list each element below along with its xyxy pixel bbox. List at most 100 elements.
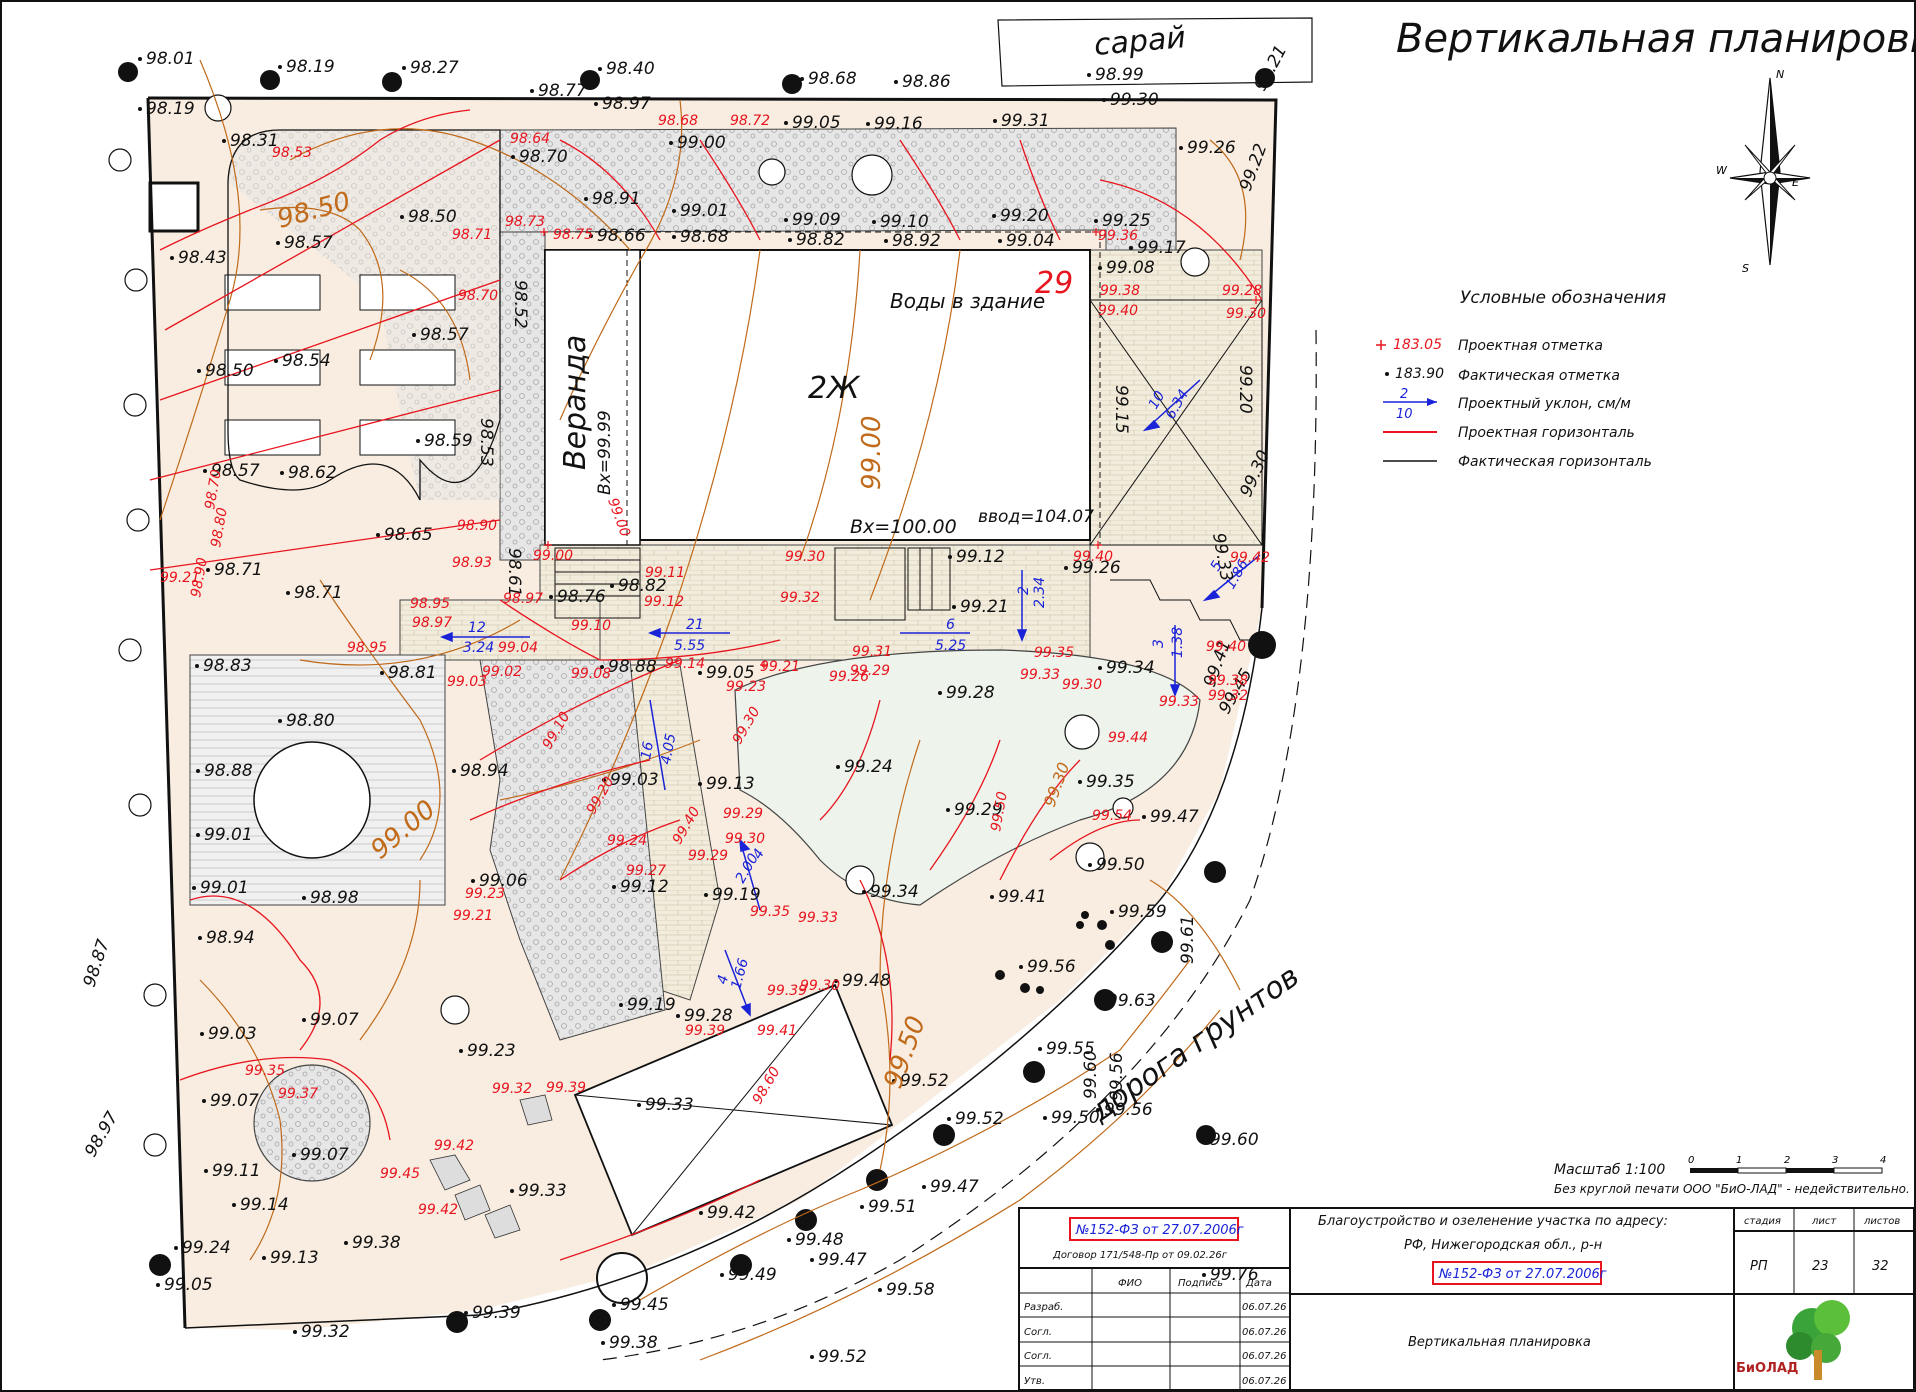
- house-main: [639, 249, 1091, 541]
- elevation-design: 98.93: [452, 555, 492, 571]
- elevation-design: 99.10: [571, 618, 611, 634]
- elevation-design: 99.30: [1226, 306, 1266, 322]
- elevation-design: 99.00: [533, 548, 573, 564]
- elevation-actual: 99.41: [998, 887, 1047, 907]
- sheets-label: листов: [1863, 1216, 1900, 1227]
- row-date-1: 06.07.26: [1242, 1327, 1287, 1338]
- legend-design-elev: 183.05: [1393, 337, 1442, 353]
- contract-ref: Договор 171/548-Пр от 09.02.26г: [1052, 1250, 1228, 1261]
- elevation-actual: 99.06: [479, 871, 528, 891]
- elevation-actual: 99.52: [955, 1109, 1004, 1129]
- input-label: ввод=104.07: [978, 507, 1094, 527]
- elevation-design: 99.12: [644, 594, 684, 610]
- elevation-actual: 99.32: [301, 1322, 350, 1342]
- elevation-design: 98.64: [510, 131, 550, 147]
- elevation-actual: 98.71: [294, 583, 343, 603]
- elevation-actual: 99.34: [870, 882, 919, 902]
- sheet-value: 23: [1812, 1259, 1829, 1274]
- elevation-design: 99.39: [767, 983, 807, 999]
- slope-bottom: 2.34: [1032, 577, 1048, 608]
- elevation-actual: 98.57: [211, 461, 260, 481]
- elevation-actual: 99.16: [874, 114, 923, 134]
- elevation-actual: 99.50: [1096, 855, 1145, 875]
- elevation-actual: 99.04: [1006, 231, 1055, 251]
- elevation-actual: 99.56: [1104, 1100, 1153, 1120]
- shed-label: сарай: [1093, 20, 1188, 63]
- elevation-design: 99.32: [492, 1081, 532, 1097]
- veranda-outline: [544, 249, 641, 546]
- elevation-actual: 99.63: [1107, 991, 1156, 1011]
- property-boundary: [147, 96, 1278, 609]
- elevation-actual: 98.50: [408, 207, 457, 227]
- elevation-actual: 99.26: [1072, 558, 1121, 578]
- elevation-design: 99.21: [453, 908, 493, 924]
- row-role-0: Разраб.: [1024, 1301, 1063, 1313]
- elevation-actual: 98.65: [384, 525, 433, 545]
- entrance-label: Вх=100.00: [850, 516, 957, 538]
- slope-bottom: 4.05: [658, 732, 679, 766]
- elevation-design: 98.75: [553, 227, 593, 243]
- parking-benches: [224, 274, 456, 456]
- elevation-actual: 98.76: [557, 587, 606, 607]
- elevation-actual: 99.19: [627, 995, 676, 1015]
- elevation-actual: 99.35: [1086, 772, 1135, 792]
- elevation-actual: 99.15: [1111, 385, 1131, 434]
- design-contour-label: 99.50: [988, 790, 1011, 832]
- elevation-actual: 99.55: [1046, 1039, 1095, 1059]
- elevation-actual: 99.09: [792, 210, 841, 230]
- elevation-actual: 99.52: [900, 1071, 949, 1091]
- design-point-markers: [540, 228, 1260, 669]
- elevation-design: 99.27: [626, 863, 666, 879]
- elevation-actual: 99.12: [620, 877, 669, 897]
- elevation-actual: 99.34: [1106, 658, 1155, 678]
- elevation-actual: 99.33: [518, 1181, 567, 1201]
- legend-slope-top: 2: [1400, 387, 1408, 402]
- shed-outline: [997, 17, 1313, 87]
- col-sign: Подпись: [1178, 1278, 1223, 1289]
- elevation-actual: 99.01: [200, 878, 249, 898]
- elevation-design: 99.35: [245, 1063, 285, 1079]
- row-role-2: Согл.: [1024, 1351, 1052, 1362]
- elevation-actual: 99.39: [472, 1303, 521, 1323]
- legend-title: Условные обозначения: [1460, 288, 1666, 308]
- slope-top: 6: [946, 617, 955, 633]
- elevation-actual: 98.82: [796, 230, 845, 250]
- project-line-2: РФ, Нижегородская обл., р-н: [1404, 1238, 1603, 1253]
- elevation-actual: 99.38: [352, 1233, 401, 1253]
- scale-bar: [1690, 1167, 1883, 1174]
- elevation-actual: 99.03: [208, 1024, 257, 1044]
- elevation-actual: 99.48: [795, 1230, 844, 1250]
- legend-slope-text: Проектный уклон, см/м: [1458, 396, 1631, 412]
- elevation-actual: 98.94: [460, 761, 509, 781]
- elevation-design: 99.32: [1208, 688, 1248, 704]
- elevation-actual: 98.01: [146, 49, 195, 69]
- elevation-actual: 98.83: [203, 656, 252, 676]
- scale-note: Без круглой печати ООО "БиО-ЛАД" - недей…: [1554, 1182, 1910, 1196]
- elevation-design: 98.71: [452, 227, 492, 243]
- elevation-design: 99.33: [1159, 694, 1199, 710]
- elevation-actual: 99.60: [1081, 1050, 1101, 1099]
- elevation-design: 99.42: [1230, 550, 1270, 566]
- elevation-actual: 98.50: [205, 361, 254, 381]
- actual-contours: [159, 59, 1247, 1361]
- compass-n: N: [1776, 68, 1784, 81]
- col-date: Дата: [1245, 1278, 1272, 1289]
- slope-top: 16: [638, 740, 657, 760]
- elevation-actual: 99.45: [620, 1295, 669, 1315]
- slope-bottom: 1.66: [728, 957, 752, 991]
- elevation-design: 99.30: [725, 831, 765, 847]
- law-ref-1: №152-ФЗ от 27.07.2006г: [1075, 1223, 1244, 1238]
- elevation-design: 99.30: [800, 978, 840, 994]
- slope-bottom: 3.24: [463, 640, 494, 656]
- elevation-design: 99.23: [465, 886, 505, 902]
- elevation-actual: 99.13: [270, 1248, 319, 1268]
- elevation-actual: 99.28: [684, 1006, 733, 1026]
- elevation-actual: 99.01: [680, 201, 729, 221]
- legend-actual-elev: 183.90: [1395, 366, 1444, 382]
- elevation-actual: 99.23: [467, 1041, 516, 1061]
- elevation-actual: 98.57: [284, 233, 333, 253]
- elevation-actual: 98.98: [310, 888, 359, 908]
- elevation-actual: 99.20: [1000, 206, 1049, 226]
